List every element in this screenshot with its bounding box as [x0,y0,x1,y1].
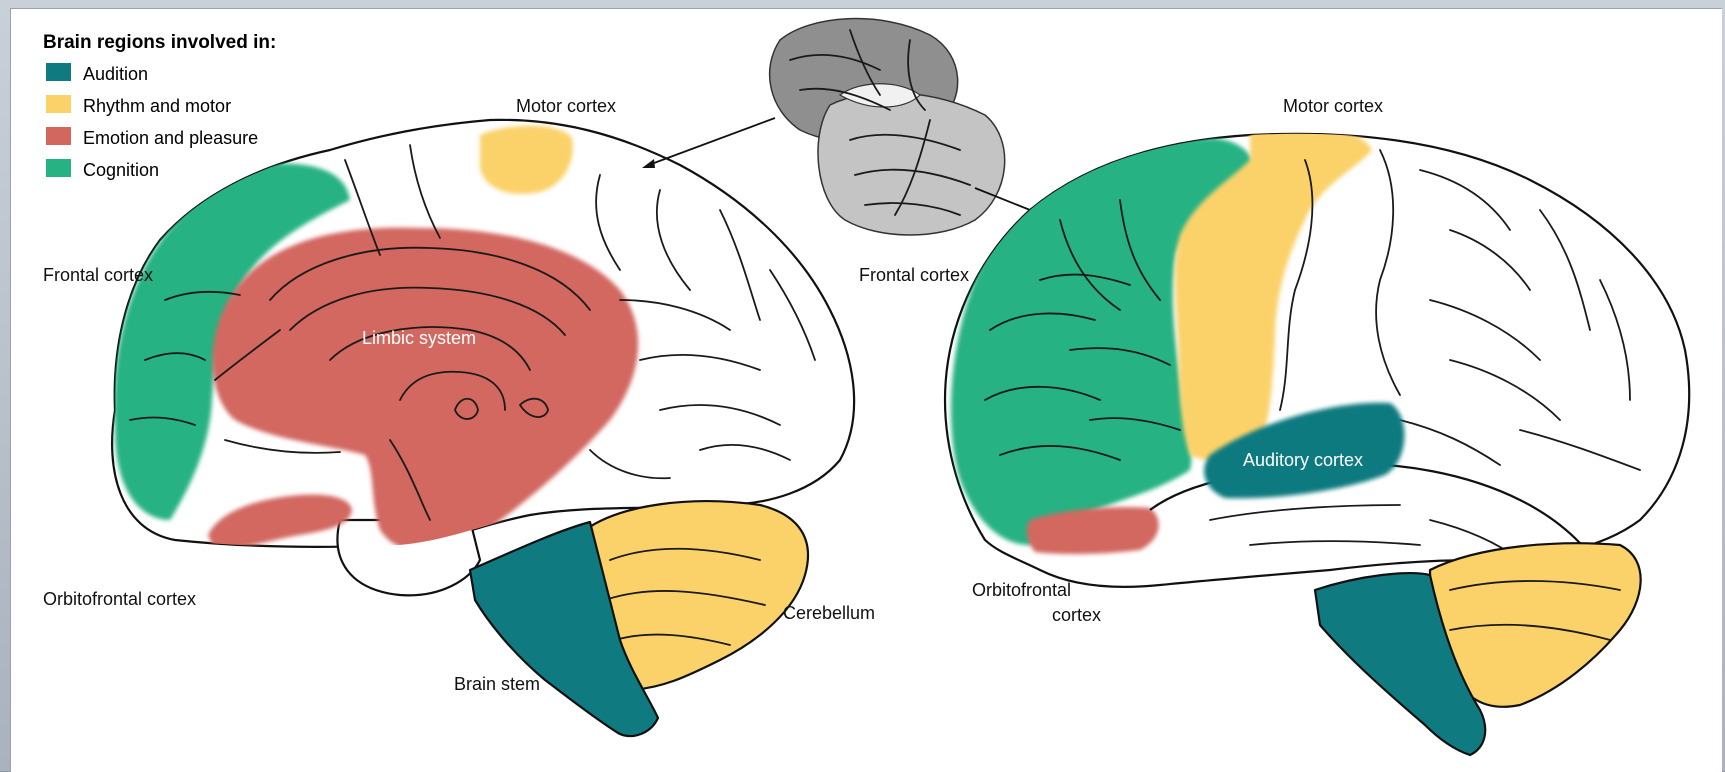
legend-title: Brain regions involved in: [43,32,276,53]
legend-label-cognition: Cognition [83,160,159,180]
legend-swatch-cognition [46,159,71,177]
legend-swatch-rhythm [46,95,71,113]
medial-label-limbic-system: Limbic system [362,328,476,348]
legend: Brain regions involved in: Audition Rhyt… [43,32,276,180]
medial-label-cerebellum: Cerebellum [783,603,875,623]
legend-swatch-audition [46,63,71,81]
lateral-label-orbitofrontal-line2: cortex [1052,605,1101,625]
legend-swatch-emotion [46,127,71,145]
lateral-label-auditory-cortex: Auditory cortex [1243,450,1363,470]
legend-label-rhythm: Rhythm and motor [83,96,231,116]
arrow-to-medial [646,118,775,166]
lateral-label-frontal-cortex: Frontal cortex [859,265,969,285]
medial-brain: Motor cortex Frontal cortex Limbic syste… [43,96,875,736]
medial-label-orbitofrontal-cortex: Orbitofrontal cortex [43,589,196,609]
legend-label-audition: Audition [83,64,148,84]
medial-label-brain-stem: Brain stem [454,674,540,694]
lateral-label-orbitofrontal-line1: Orbitofrontal [972,580,1071,600]
medial-label-motor-cortex: Motor cortex [516,96,616,116]
legend-label-emotion: Emotion and pleasure [83,128,258,148]
lateral-label-motor-cortex: Motor cortex [1283,96,1383,116]
medial-label-frontal-cortex: Frontal cortex [43,265,153,285]
